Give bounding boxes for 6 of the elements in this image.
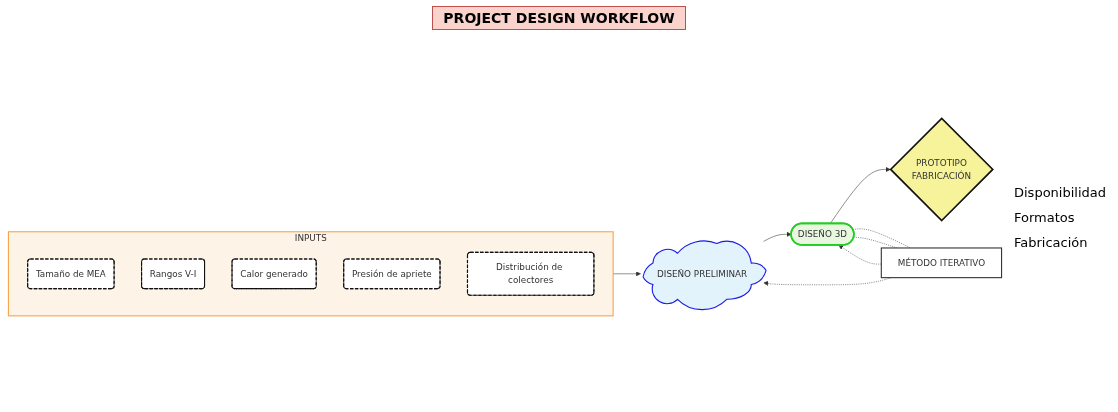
node-diamond: PROTOTIPO FABRICACIÓN (889, 117, 994, 222)
node-box: MÉTODO ITERATIVO (880, 247, 1003, 279)
note-text: Disponibilidad (1014, 184, 1106, 200)
diagram-title: PROJECT DESIGN WORKFLOW (432, 6, 686, 30)
note-text: Fabricación (1014, 234, 1089, 250)
note-text: Formatos (1014, 209, 1076, 225)
